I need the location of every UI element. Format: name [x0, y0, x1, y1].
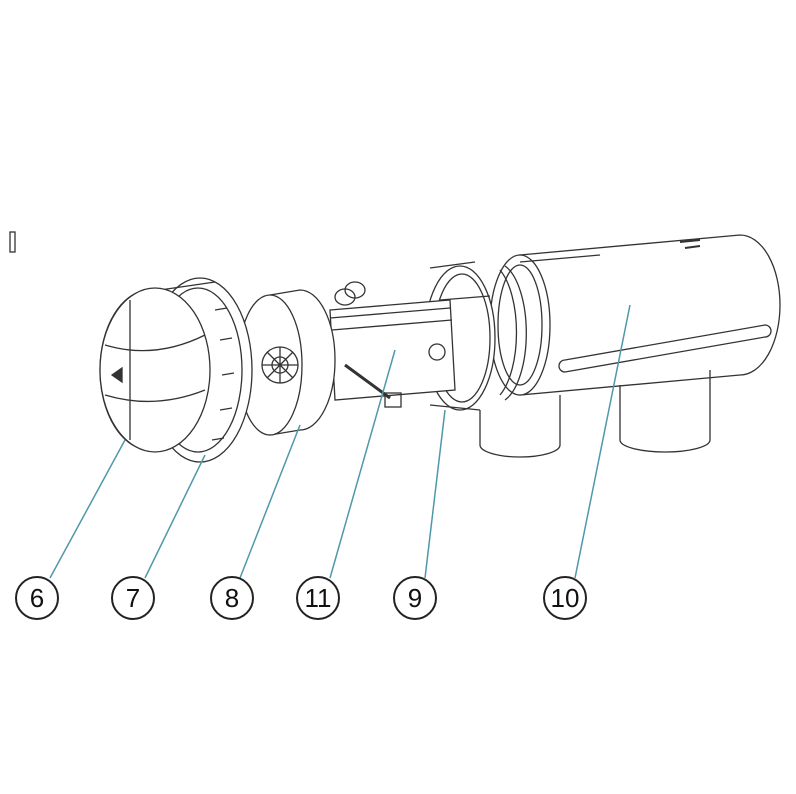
- part-10-body: [479, 234, 781, 458]
- leader-11: [329, 349, 396, 579]
- leader-7: [144, 454, 206, 579]
- leader-10: [574, 304, 631, 579]
- leader-lines: [49, 304, 631, 579]
- callout-9: 9: [393, 576, 437, 620]
- part-6-cover: [99, 287, 211, 453]
- callout-6: 6: [15, 576, 59, 620]
- callout-8: 8: [210, 576, 254, 620]
- callout-11: 11: [296, 576, 340, 620]
- part-8-cap: [237, 289, 336, 436]
- leader-9: [424, 409, 446, 579]
- part-11-electrode: [329, 281, 456, 408]
- leader-6: [49, 439, 126, 579]
- leader-8: [239, 424, 301, 579]
- callout-7: 7: [111, 576, 155, 620]
- callout-10: 10: [543, 576, 587, 620]
- edge-mark: [9, 231, 16, 253]
